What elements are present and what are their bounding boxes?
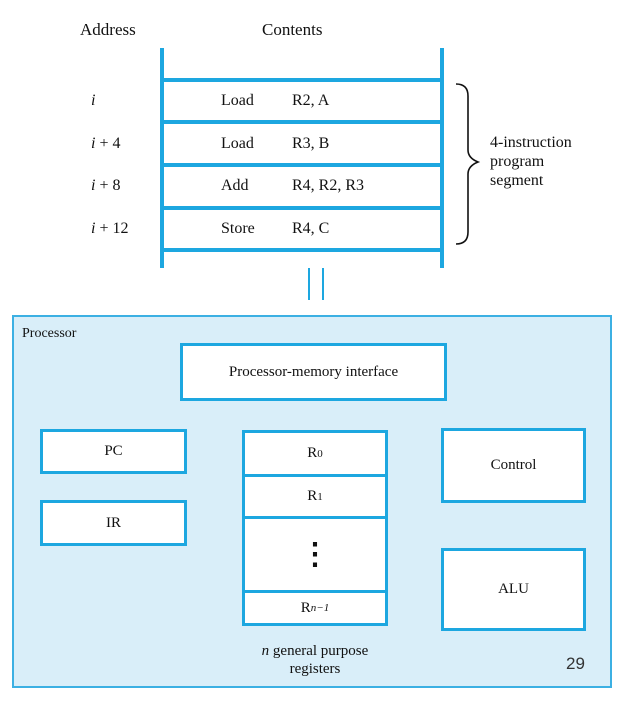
register-divider — [245, 590, 385, 593]
memory-to-processor-arrow — [308, 268, 324, 300]
address-row-3: i + 12 — [91, 220, 129, 237]
register-divider — [245, 516, 385, 519]
address-row-2: i + 8 — [91, 177, 121, 194]
instruction-op: Store — [221, 220, 255, 237]
instruction-op: Load — [221, 135, 254, 152]
contents-header: Contents — [262, 20, 323, 39]
instruction-op: Add — [221, 177, 249, 194]
instruction-args: R4, C — [292, 220, 330, 237]
address-header: Address — [80, 20, 136, 39]
instruction-op: Load — [221, 92, 254, 109]
registers-caption: n general purpose registers — [261, 643, 369, 677]
pc-register: PC — [40, 429, 187, 474]
segment-brace — [455, 83, 481, 245]
segment-label: 4-instruction program segment — [490, 134, 572, 189]
address-row-1: i + 4 — [91, 135, 121, 152]
address-row-0: i — [91, 92, 96, 109]
processor-memory-interface: Processor-memory interface — [180, 343, 447, 401]
page-number: 29 — [566, 654, 585, 673]
alu-unit: ALU — [441, 548, 586, 631]
control-unit: Control — [441, 428, 586, 503]
processor-label: Processor — [22, 326, 77, 341]
memory-grid — [160, 48, 481, 300]
instruction-args: R4, R2, R3 — [292, 177, 365, 194]
instruction-args: R2, A — [292, 92, 330, 109]
register-ellipsis: ⋮ — [300, 538, 330, 571]
register-divider — [245, 474, 385, 477]
instruction-args: R3, B — [292, 135, 330, 152]
ir-register: IR — [40, 500, 187, 546]
